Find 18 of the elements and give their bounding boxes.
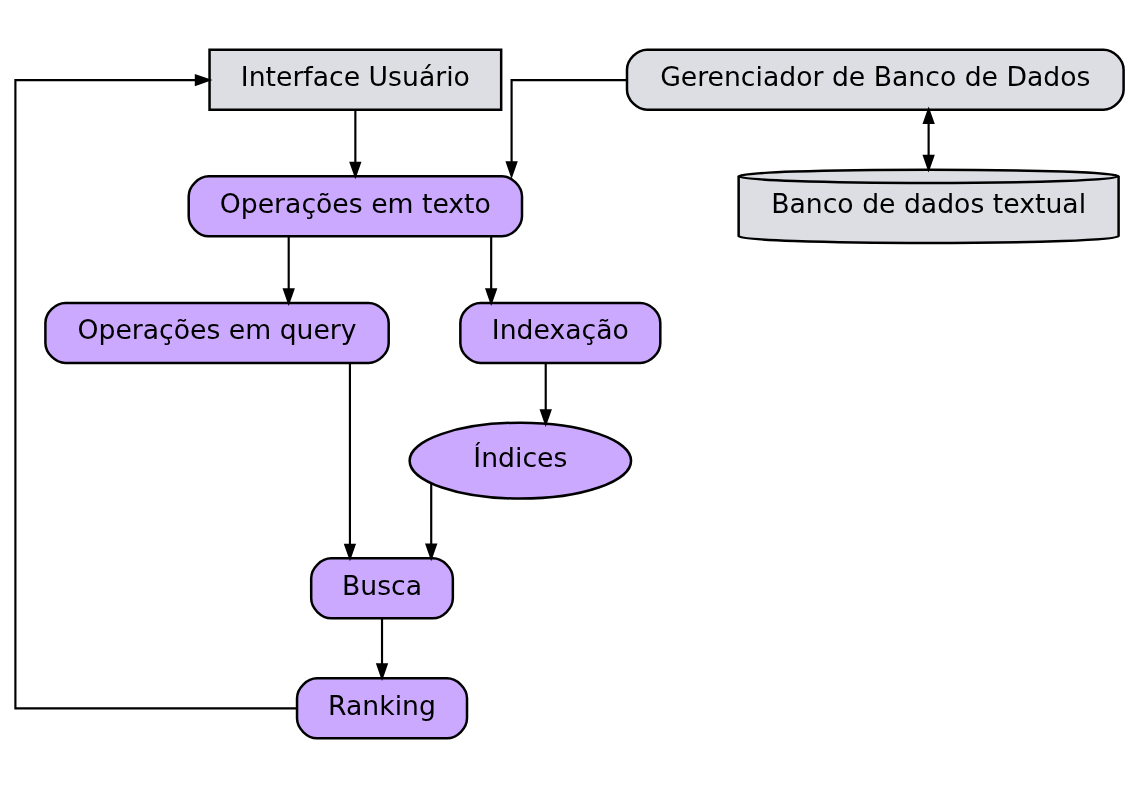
arrow (505, 79, 627, 180)
node-box: Interface Usuário (208, 48, 503, 111)
node-box: Operações em query (44, 301, 390, 365)
node-ellipse: Índices (408, 421, 633, 500)
arrow (539, 363, 552, 428)
node-box: Busca (309, 557, 455, 620)
node-box: Gerenciador de Banco de Dados (625, 48, 1125, 111)
node-box: Operações em texto (187, 175, 524, 238)
arrow (485, 236, 498, 306)
node-box: Indexação (459, 301, 662, 365)
node-box: Ranking (295, 677, 469, 740)
arrow (14, 73, 297, 710)
arrow (425, 483, 438, 562)
arrow (375, 618, 389, 681)
arrow (349, 109, 362, 180)
arrow (922, 106, 935, 173)
arrow (282, 236, 295, 306)
arrow (343, 363, 357, 562)
